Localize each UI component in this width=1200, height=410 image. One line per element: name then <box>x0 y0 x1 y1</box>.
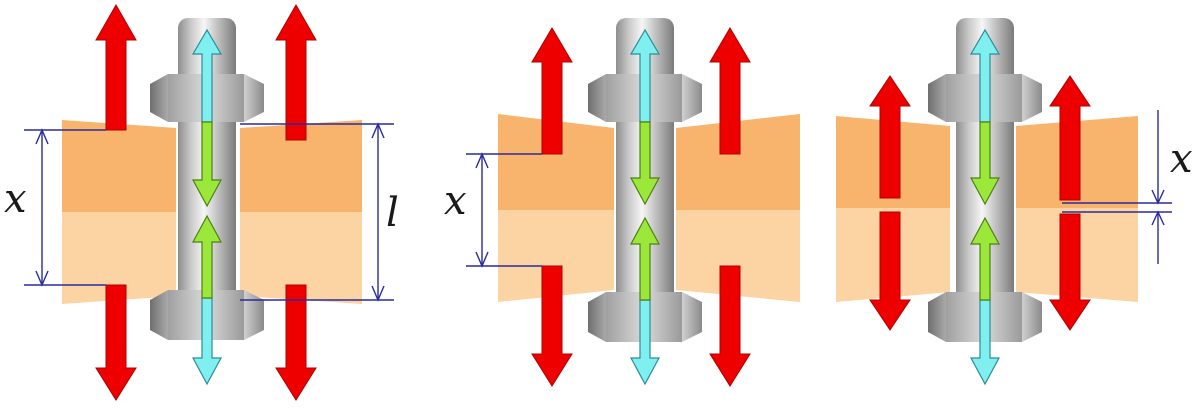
dimension-x-panel1 <box>24 128 106 287</box>
label-l-panel1: l <box>386 190 399 236</box>
force-arrow-up-left <box>95 3 137 131</box>
panel-2: x <box>444 18 800 387</box>
compression-arrow-up <box>969 216 1001 301</box>
plate-left <box>62 120 176 304</box>
bolt-force-arrow-down <box>629 299 661 386</box>
force-arrow-down-left <box>531 265 573 387</box>
compression-arrow-up <box>629 216 661 301</box>
compression-arrow-down <box>969 121 1001 206</box>
bolt-force-arrow-up <box>969 28 1001 123</box>
panel-1: x l <box>4 3 399 401</box>
plate-left <box>498 114 614 302</box>
bolt-force-arrow-down <box>969 299 1001 386</box>
label-x-panel1: x <box>4 176 27 222</box>
force-arrow-up-right <box>275 3 317 141</box>
force-arrow-up-right <box>709 27 751 155</box>
dimension-x-panel3 <box>1062 110 1172 264</box>
force-arrow-down-right <box>275 284 317 401</box>
dimension-x-panel2 <box>466 152 542 268</box>
compression-arrow-down <box>629 121 661 206</box>
force-arrow-down-left <box>869 211 911 331</box>
force-arrow-up-right <box>1049 75 1091 201</box>
bolt-force-arrow-down <box>191 297 223 386</box>
force-arrow-up-left <box>531 27 573 155</box>
force-arrow-down-right <box>1049 213 1091 331</box>
force-arrow-down-right <box>709 265 751 387</box>
compression-arrow-up <box>191 214 223 299</box>
plate-right <box>240 120 362 304</box>
bolt-force-arrow-up <box>629 28 661 123</box>
plate-right <box>676 114 800 302</box>
force-arrow-up-left <box>869 75 911 199</box>
label-x-panel3: x <box>1170 136 1193 182</box>
panel-3: x <box>836 18 1193 386</box>
dimension-l-panel1 <box>240 122 394 302</box>
compression-arrow-down <box>191 121 223 208</box>
label-x-panel2: x <box>444 178 467 224</box>
bolt-force-arrow-up <box>191 28 223 123</box>
force-arrow-down-left <box>95 284 137 401</box>
